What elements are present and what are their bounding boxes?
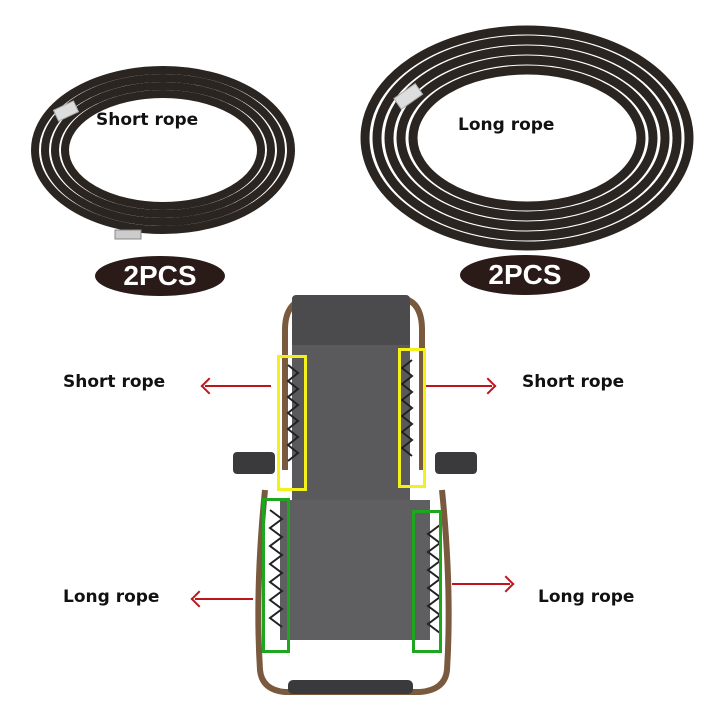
arrow-right-long [452,583,510,585]
short-rope-title: Short rope [96,110,199,130]
callout-long-rope-left: Long rope [63,587,160,607]
short-rope-quantity-badge: 2PCS [95,256,225,296]
callout-long-rope-right: Long rope [538,587,635,607]
arrow-left-long [195,598,253,600]
long-rope-highlight-left [262,498,290,653]
long-rope-quantity-badge: 2PCS [460,255,590,295]
arrow-right-short [426,385,492,387]
short-rope-highlight-right [398,348,426,488]
long-rope-highlight-right [412,510,442,653]
short-rope-coil-image [31,66,295,240]
callout-short-rope-left: Short rope [63,372,166,392]
zero-gravity-chair-image [233,295,477,695]
arrow-left-short [205,385,271,387]
short-rope-highlight-left [277,355,307,491]
callout-short-rope-right: Short rope [522,372,625,392]
long-rope-title: Long rope [458,115,555,135]
long-rope-coil-image [360,25,694,251]
